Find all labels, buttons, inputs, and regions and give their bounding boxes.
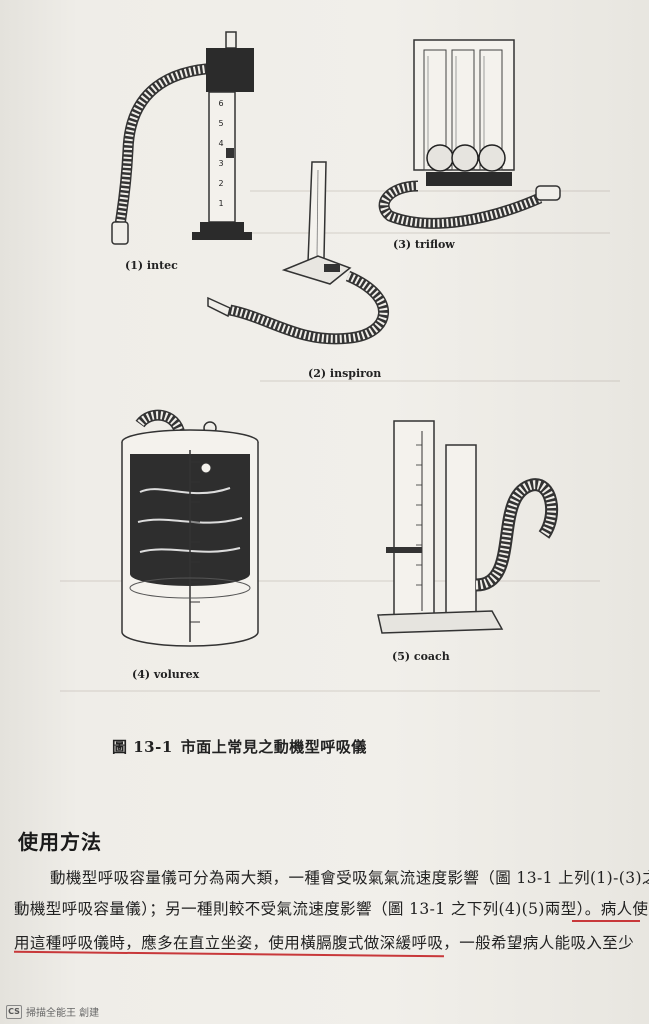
figure-title: 市面上常見之動機型呼吸儀 [180, 738, 367, 756]
figure-caption: 圖 13-1 市面上常見之動機型呼吸儀 [112, 736, 375, 757]
scale-marking: 2 [218, 179, 224, 188]
figure-caption-triflow: (3) triflow [393, 238, 455, 251]
scale-marking: 3 [218, 159, 224, 168]
figure-caption-volurex: (4) volurex [132, 668, 200, 681]
triflow-device-illustration [378, 39, 561, 229]
body-line: 動機型呼吸容量儀）；另一種則較不受氣流速度影響（圖 13-1 之下列(4)(5)… [14, 900, 649, 918]
scanner-watermark: CS 掃描全能王 創建 [6, 1004, 99, 1019]
bleed-through [60, 580, 600, 582]
volurex-device-illustration [121, 409, 259, 647]
scale-marking: 6 [218, 99, 224, 108]
figure-caption-inspiron: (2) inspiron [308, 367, 382, 380]
camscanner-logo-icon: CS [6, 1004, 22, 1019]
figure-caption-intec: (1) intec [125, 259, 178, 272]
watermark-text: 掃描全能王 創建 [26, 1008, 100, 1019]
section-heading: 使用方法 [18, 830, 102, 854]
scale-marking: 1 [218, 199, 224, 208]
inspiron-device-illustration [207, 161, 389, 345]
bleed-through [260, 380, 620, 382]
bleed-through [250, 232, 610, 234]
scale-marking: 5 [218, 119, 224, 128]
body-line: 用這種呼吸儀時，應多在直立坐姿，使用橫膈腹式做深緩呼吸，一般希望病人能吸入至少 [14, 934, 635, 952]
intec-device-illustration [111, 31, 254, 245]
figure-number: 圖 13-1 [112, 738, 173, 756]
intec-scale-markings: 6 5 4 3 2 1 [206, 94, 236, 214]
coach-device-illustration [377, 420, 559, 634]
scale-marking: 4 [218, 139, 224, 148]
figure-caption-coach: (5) coach [392, 650, 450, 663]
body-line: 動機型呼吸容量儀可分為兩大類，一種會受吸氣氣流速度影響（圖 13-1 上列(1)… [50, 869, 649, 887]
bleed-through [250, 190, 610, 192]
handwritten-underline [572, 920, 640, 922]
bleed-through [60, 690, 600, 692]
